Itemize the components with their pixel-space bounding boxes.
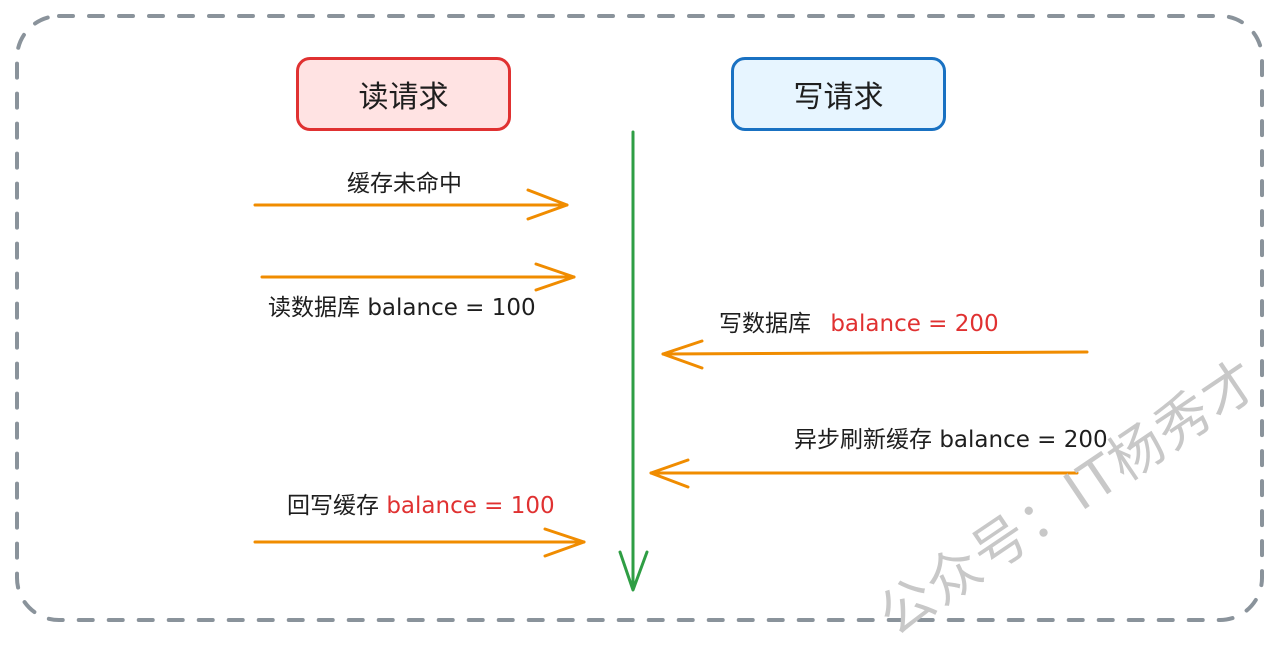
read-request-label: 读请求 (358, 80, 449, 115)
step-text: 写数据库 (719, 311, 811, 337)
arrow-cache-miss (253, 188, 569, 221)
step-text: 读数据库 (268, 295, 360, 321)
arrow-refresh-cache (649, 458, 1079, 489)
step-value-highlight: balance = 100 (386, 493, 555, 519)
dashed-border (15, 14, 1264, 622)
read-request-box: 读请求 (296, 57, 511, 131)
timeline-arrowhead-icon (618, 550, 649, 592)
step-label-write-back-cache: 回写缓存 balance = 100 (287, 493, 555, 519)
step-value-highlight: balance = 200 (830, 311, 999, 337)
step-text: 回写缓存 (287, 493, 379, 519)
step-label-cache-miss: 缓存未命中 (347, 171, 462, 197)
step-text: 异步刷新缓存 (794, 427, 932, 453)
arrow-write-back-cache (253, 527, 586, 558)
step-value: balance = 200 (939, 427, 1108, 453)
step-text: 缓存未命中 (347, 171, 462, 197)
step-value: balance = 100 (367, 295, 536, 321)
step-label-write-db: 写数据库 balance = 200 (719, 311, 999, 337)
write-request-label: 写请求 (793, 80, 884, 115)
arrow-write-db (661, 339, 1089, 370)
arrow-read-db (260, 262, 576, 292)
step-label-read-db: 读数据库 balance = 100 (268, 295, 536, 321)
write-request-box: 写请求 (731, 57, 946, 131)
step-label-refresh-cache: 异步刷新缓存 balance = 200 (794, 427, 1108, 453)
